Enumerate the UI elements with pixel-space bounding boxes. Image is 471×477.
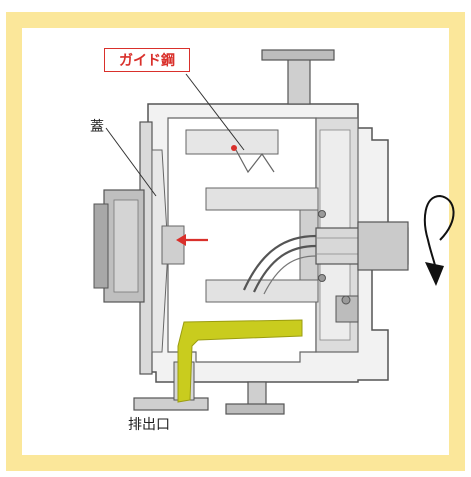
lid-label: 蓋 <box>90 119 104 135</box>
bearing-housing <box>318 210 409 323</box>
lid <box>93 121 185 375</box>
product-deposit <box>177 319 303 403</box>
rotation-arrow-icon <box>423 194 455 286</box>
lid-leader-line <box>105 127 157 197</box>
basket <box>205 187 319 303</box>
guide-plate-label: ガイド鋼 <box>104 48 190 72</box>
red-arrow-icon <box>176 234 208 246</box>
outlet-label: 排出口 <box>128 417 170 433</box>
guide-plate <box>185 73 279 174</box>
